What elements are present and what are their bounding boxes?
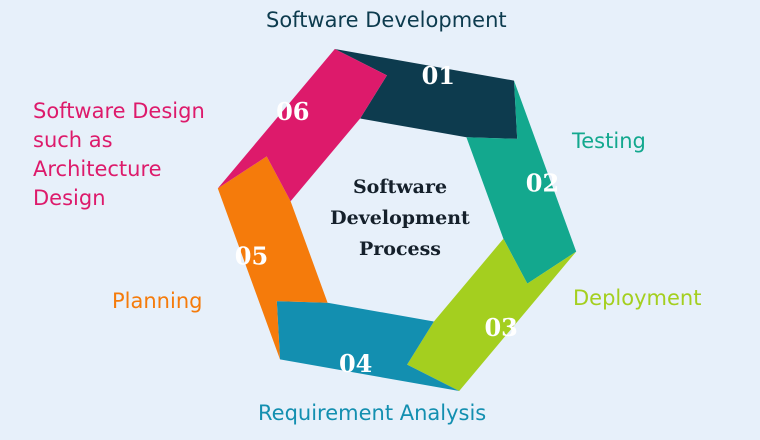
segment-04: [276, 301, 460, 391]
center-title-line-1: Software: [352, 176, 448, 198]
step-4-label: Requirement Analysis: [258, 401, 487, 425]
center-title-line-2: Development: [330, 207, 470, 229]
step-04-number: 04: [339, 349, 372, 378]
step-03-number: 03: [484, 313, 517, 342]
segment-02: [466, 80, 577, 284]
step-1-label: Software Development: [266, 8, 507, 32]
center-title-line-3: Process: [358, 238, 442, 260]
step-2-label: Testing: [572, 129, 646, 153]
segment-01: [334, 49, 518, 139]
segment-06: [217, 49, 387, 202]
segment-05: [217, 156, 328, 360]
step-3-label: Deployment: [573, 286, 702, 310]
step-02-number: 02: [526, 169, 559, 198]
step-5-label: Planning: [112, 289, 203, 313]
step-01-number: 01: [422, 61, 455, 90]
segment-03: [407, 238, 577, 391]
step-06-number: 06: [276, 97, 309, 126]
center-title: Software Development Process: [300, 172, 500, 265]
step-6-label: Software Design such as Architecture Des…: [33, 99, 205, 210]
step-05-number: 05: [235, 241, 268, 270]
